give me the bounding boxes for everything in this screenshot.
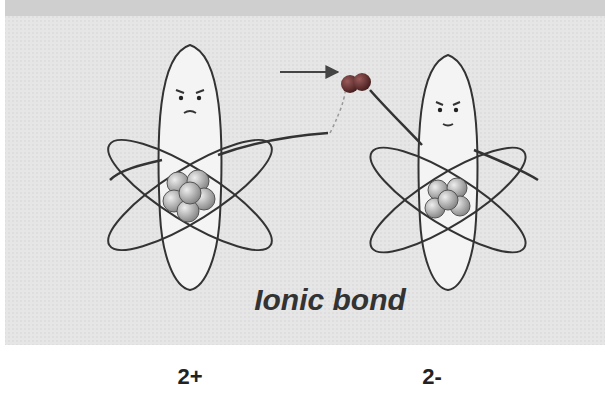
transfer-arrow bbox=[280, 71, 338, 73]
atom-figure bbox=[358, 55, 538, 290]
charge-label: 2+ bbox=[177, 364, 202, 390]
panel-ground bbox=[5, 0, 605, 345]
electron bbox=[341, 73, 371, 93]
atom-figure bbox=[96, 45, 328, 290]
panel-band bbox=[5, 0, 605, 16]
charge-label: 2- bbox=[422, 364, 442, 390]
image-caption: Ionic bond bbox=[254, 283, 406, 317]
